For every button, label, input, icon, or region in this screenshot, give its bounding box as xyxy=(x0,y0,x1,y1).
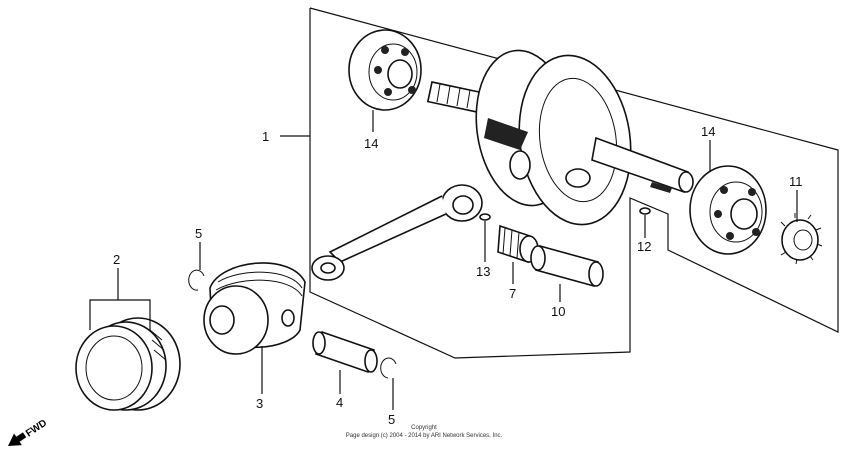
callout-1: 1 xyxy=(262,129,269,144)
fwd-arrow-icon xyxy=(8,432,27,446)
copyright-notice: Copyright Page design (c) 2004 - 2014 by… xyxy=(346,425,503,439)
copyright-line-2: Page design (c) 2004 - 2014 by ARI Netwo… xyxy=(346,433,503,439)
copyright-line-1: Copyright xyxy=(411,425,437,431)
bearing-right[interactable] xyxy=(689,165,767,255)
callout-10: 10 xyxy=(551,304,565,319)
callout-5-right: 5 xyxy=(388,412,395,427)
woodruff-key[interactable] xyxy=(639,207,651,215)
assembly-boundary xyxy=(309,7,839,359)
callout-labels: 1 2 3 4 5 5 7 10 11 12 13 14 14 xyxy=(113,124,803,427)
piston-pin-clip-right[interactable] xyxy=(380,357,397,379)
sprocket-gear[interactable] xyxy=(780,213,823,265)
callout-7: 7 xyxy=(509,286,516,301)
connecting-rod[interactable] xyxy=(311,184,483,281)
callout-13: 13 xyxy=(476,264,490,279)
callout-5-left: 5 xyxy=(195,226,202,241)
callout-4: 4 xyxy=(336,395,343,410)
piston-pin-clip-left[interactable] xyxy=(188,269,205,291)
piston[interactable] xyxy=(203,262,306,355)
leader-lines xyxy=(89,110,798,410)
callout-12: 12 xyxy=(637,239,651,254)
callout-14-left: 14 xyxy=(364,136,378,151)
piston-pin[interactable] xyxy=(312,330,378,374)
crankshaft[interactable] xyxy=(426,44,694,232)
forward-direction-indicator: FWD xyxy=(8,418,49,446)
callout-2: 2 xyxy=(113,252,120,267)
fwd-label: FWD xyxy=(24,418,49,440)
callout-11: 11 xyxy=(789,174,803,189)
callout-14-right: 14 xyxy=(701,124,715,139)
crank-pin[interactable] xyxy=(530,244,604,288)
piston-rings[interactable] xyxy=(75,317,181,411)
callout-3: 3 xyxy=(256,396,263,411)
crank-pin-key[interactable] xyxy=(479,213,491,221)
bearing-left[interactable] xyxy=(348,29,422,111)
needle-bearing[interactable] xyxy=(497,224,539,264)
